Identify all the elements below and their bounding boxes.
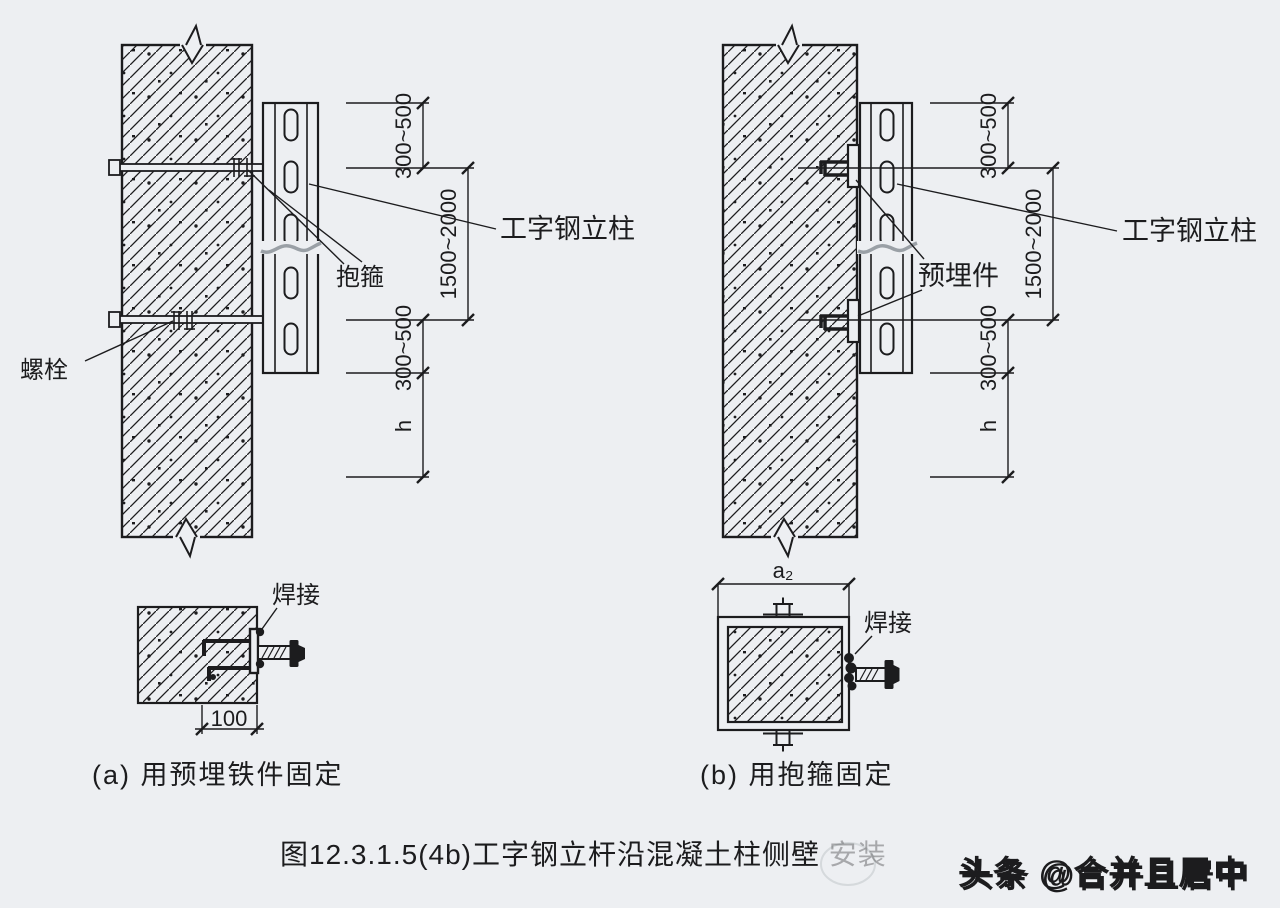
figure-title-faded: 安装 [829, 839, 887, 870]
caption-a: (a) 用预埋铁件固定 [92, 760, 344, 790]
dim-100 [195, 705, 264, 736]
watermark: 头条 @合并且居中 [958, 854, 1248, 891]
dim-b-height: h [976, 420, 1001, 432]
dim-a-bottom: 300~500 [391, 305, 416, 391]
steel-upright-a [260, 101, 322, 375]
label-bolt: 螺栓 [20, 357, 68, 384]
dim-100-label: 100 [211, 706, 248, 731]
dim-b-middle: 1500~2000 [1021, 189, 1046, 300]
leader-lines-a [84, 169, 497, 362]
dim-ticks-a [416, 96, 475, 484]
break-symbol-top-b [776, 23, 802, 65]
figure-title-main: 图12.3.1.5(4b)工字钢立杆沿混凝土柱侧壁 [280, 839, 820, 870]
label-weld-b: 焊接 [864, 610, 912, 637]
label-weld-a: 焊接 [272, 582, 320, 609]
dim-a-top: 300~500 [391, 93, 416, 179]
dim-a-middle: 1500~2000 [436, 189, 461, 300]
diagram-b: 300~500 1500~2000 300~500 h 工字钢立柱 预埋件 a₂ [700, 23, 1257, 790]
label-embed-part: 预埋件 [918, 261, 999, 291]
stud-detail-a [257, 640, 305, 667]
watermark-ghost-circle [820, 842, 876, 886]
dimensions-b [798, 96, 1060, 484]
slots-b [879, 108, 895, 356]
figure-title: 图12.3.1.5(4b)工字钢立杆沿混凝土柱侧壁 安装 [280, 839, 887, 870]
weld-bead-detail-a [255, 627, 265, 669]
bolt-marks-lower [171, 311, 195, 330]
break-symbol-top-a [180, 23, 206, 65]
diagram-a: 300~500 1500~2000 300~500 h 工字钢立柱 抱箍 螺栓 [20, 23, 635, 790]
detail-a: 焊接 100 [136, 582, 320, 736]
pipe-break-squiggle-b [857, 241, 918, 254]
dim-a2 [711, 577, 856, 616]
label-steel-upright-a: 工字钢立柱 [500, 214, 635, 244]
stud-detail-b [855, 660, 900, 689]
concrete-column-b [721, 23, 859, 559]
break-symbol-bottom-a [173, 517, 200, 559]
caption-b: (b) 用抱箍固定 [700, 760, 894, 790]
break-symbol-bottom-b [771, 517, 798, 559]
clamp-bolt-bottom [763, 730, 803, 752]
dim-a2-label: a₂ [773, 558, 794, 583]
dimensions-a [346, 96, 475, 484]
dim-b-bottom: 300~500 [976, 305, 1001, 391]
dim-a-height: h [391, 420, 416, 432]
label-steel-upright-b: 工字钢立柱 [1122, 216, 1257, 246]
dim-ticks-b [1001, 96, 1060, 484]
steel-upright-b [857, 101, 918, 375]
detail-b: a₂ [711, 558, 912, 752]
concrete-column-a [120, 23, 254, 559]
pipe-break-squiggle-a [260, 241, 322, 254]
anchor-bars-detail-a [202, 639, 250, 681]
label-hoop: 抱箍 [336, 264, 384, 291]
clamp-bolt-top [763, 597, 803, 617]
dim-b-top: 300~500 [976, 93, 1001, 179]
leader-lines-b [855, 179, 1118, 317]
watermark-shadow: 头条 @合并且居中 [961, 857, 1251, 894]
weld-bead-detail-b [844, 653, 857, 691]
